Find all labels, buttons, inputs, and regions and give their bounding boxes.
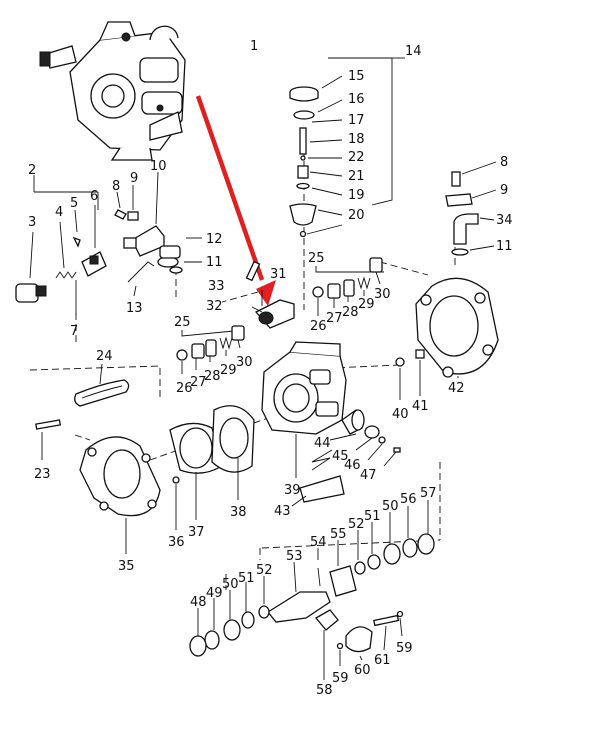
callout-46: 46 <box>344 458 361 473</box>
callout-labels: 1 2 3 4 5 6 7 8 9 10 11 12 13 14 15 16 1… <box>28 39 513 698</box>
callout-23: 23 <box>34 467 51 482</box>
callout-27-upper: 27 <box>326 311 343 326</box>
highlight-arrow <box>195 95 276 306</box>
crankshaft-group <box>189 500 435 680</box>
callout-36: 36 <box>168 535 185 550</box>
callout-55: 55 <box>330 527 347 542</box>
callout-27-lower: 27 <box>190 375 207 390</box>
callout-20: 20 <box>348 208 365 223</box>
callout-29-upper: 29 <box>358 297 375 312</box>
callout-41: 41 <box>412 399 429 414</box>
callout-34: 34 <box>496 213 513 228</box>
callout-33: 33 <box>208 279 225 294</box>
callout-48: 48 <box>190 595 207 610</box>
valve-group-left <box>15 171 202 315</box>
callout-47: 47 <box>360 468 377 483</box>
callout-51-left: 51 <box>238 571 255 586</box>
callout-9: 9 <box>130 171 138 186</box>
callout-13: 13 <box>126 301 143 316</box>
callout-35: 35 <box>118 559 135 574</box>
callout-5: 5 <box>70 196 78 211</box>
callout-2: 2 <box>28 163 36 178</box>
callout-45: 45 <box>332 449 349 464</box>
rear-flange <box>415 277 499 378</box>
callout-8: 8 <box>112 179 120 194</box>
callout-58: 58 <box>316 683 333 698</box>
pump-body-housing <box>261 341 347 478</box>
callout-59-left: 59 <box>332 671 349 686</box>
callout-30-lower: 30 <box>236 355 253 370</box>
callout-57: 57 <box>420 486 437 501</box>
callout-30-upper: 30 <box>374 287 391 302</box>
valve-seat-group <box>176 257 384 374</box>
pump-assembly-illustration <box>39 21 186 161</box>
callout-7: 7 <box>70 324 78 339</box>
piston-group <box>291 349 425 507</box>
callout-37: 37 <box>188 525 205 540</box>
callout-53: 53 <box>286 549 303 564</box>
callout-3: 3 <box>28 215 36 230</box>
callout-12: 12 <box>206 232 223 247</box>
callout-11-right: 11 <box>496 239 513 254</box>
callout-44: 44 <box>314 436 331 451</box>
callout-39: 39 <box>284 483 301 498</box>
callout-28-lower: 28 <box>204 369 221 384</box>
callout-19: 19 <box>348 188 365 203</box>
valve-stack-top <box>289 57 405 238</box>
callout-52-left: 52 <box>256 563 273 578</box>
callout-21: 21 <box>348 169 365 184</box>
callout-1: 1 <box>250 39 258 54</box>
callout-16: 16 <box>348 92 365 107</box>
callout-24: 24 <box>96 349 113 364</box>
callout-4: 4 <box>55 205 63 220</box>
outlet-elbow-group <box>445 161 497 256</box>
callout-50-left: 50 <box>222 577 239 592</box>
callout-15: 15 <box>348 69 365 84</box>
front-flange-group <box>35 363 161 554</box>
callout-42: 42 <box>448 381 465 396</box>
callout-51-right: 51 <box>364 509 381 524</box>
callout-50-right: 50 <box>382 499 399 514</box>
callout-28-upper: 28 <box>342 305 359 320</box>
callout-25-upper: 25 <box>308 251 325 266</box>
callout-25-lower: 25 <box>174 315 191 330</box>
callout-6: 6 <box>90 189 98 204</box>
cover-group <box>169 405 255 530</box>
callout-11: 11 <box>206 255 223 270</box>
callout-18: 18 <box>348 132 365 147</box>
callout-8-right: 8 <box>500 155 508 170</box>
callout-26-lower: 26 <box>176 381 193 396</box>
callout-43: 43 <box>274 504 291 519</box>
callout-9-right: 9 <box>500 183 508 198</box>
callout-32: 32 <box>206 299 223 314</box>
callout-52-right: 52 <box>348 517 365 532</box>
callout-17: 17 <box>348 113 365 128</box>
callout-29-lower: 29 <box>220 363 237 378</box>
callout-38: 38 <box>230 505 247 520</box>
callout-31: 31 <box>270 267 287 282</box>
callout-22: 22 <box>348 150 365 165</box>
callout-40: 40 <box>392 407 409 422</box>
callout-54: 54 <box>310 535 327 550</box>
callout-61: 61 <box>374 653 391 668</box>
callout-49: 49 <box>206 586 223 601</box>
callout-60: 60 <box>354 663 371 678</box>
callout-14: 14 <box>405 44 422 59</box>
callout-56: 56 <box>400 492 417 507</box>
callout-26-upper: 26 <box>310 319 327 334</box>
callout-59-right: 59 <box>396 641 413 656</box>
callout-10: 10 <box>150 159 167 174</box>
